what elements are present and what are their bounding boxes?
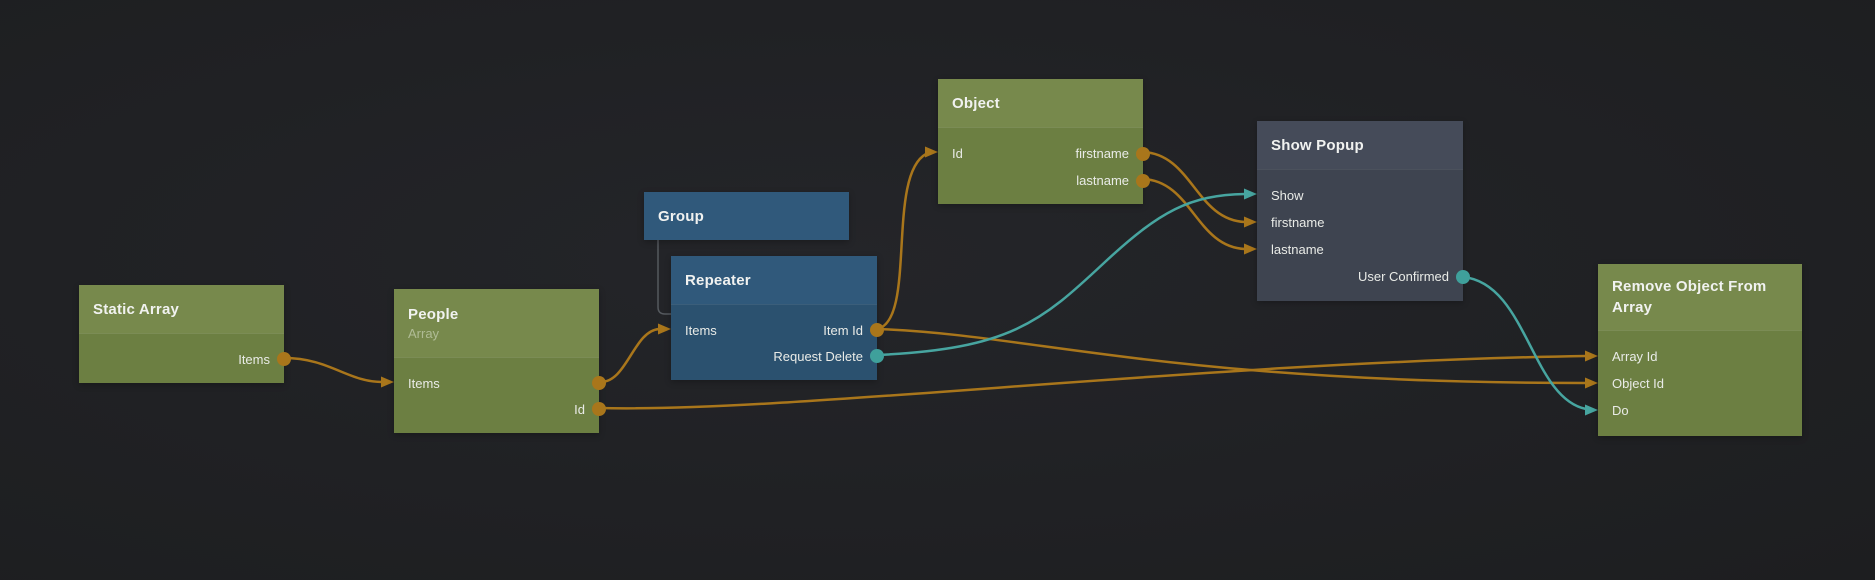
node-header[interactable]: People Array: [394, 289, 599, 357]
node-repeater[interactable]: Repeater Items Item Id Request Delete: [671, 256, 884, 380]
port-label-arrayid: Array Id: [1612, 349, 1658, 364]
port-label-items: Items: [408, 375, 440, 391]
node-body: Array Id Object Id Do: [1598, 330, 1802, 436]
port-label-show: Show: [1271, 188, 1304, 203]
arrowhead-popup-firstname: [1244, 216, 1257, 228]
node-header[interactable]: Group: [644, 192, 849, 240]
node-title: Object: [952, 94, 1000, 112]
port-row: firstname: [1257, 209, 1463, 236]
node-title: Static Array: [93, 300, 180, 318]
port-label-do: Do: [1612, 403, 1629, 418]
port-row: Array Id: [1598, 343, 1802, 370]
arrowhead-remove-arrayid: [1585, 350, 1598, 362]
node-object[interactable]: Object Id firstname lastname: [938, 79, 1150, 204]
wire-object-lastname-to-popup-lastname[interactable]: [1142, 177, 1246, 251]
node-body: Items: [79, 333, 291, 383]
port-row: Object Id: [1598, 370, 1802, 397]
port-row: User Confirmed: [1257, 263, 1470, 290]
output-port-dot-items[interactable]: [592, 376, 606, 390]
wire-staticarray-items-to-people-items[interactable]: [283, 356, 384, 384]
node-group[interactable]: Group: [644, 192, 849, 240]
port-row: Items: [394, 370, 606, 396]
node-title: Show Popup: [1271, 136, 1364, 154]
arrowhead-repeater-items: [658, 323, 671, 335]
node-subtitle: Array: [408, 325, 440, 341]
port-row: Items Item Id: [671, 317, 884, 343]
port-row: Show: [1257, 182, 1463, 209]
port-label-requestdelete: Request Delete: [773, 348, 863, 364]
node-header[interactable]: Show Popup: [1257, 121, 1463, 169]
wire-repeater-itemid-to-remove-objectid[interactable]: [876, 327, 1587, 385]
port-label-lastname: lastname: [1076, 173, 1129, 188]
output-port-dot-requestdelete[interactable]: [870, 349, 884, 363]
port-label-id: Id: [952, 146, 963, 161]
node-body: Id firstname lastname: [938, 127, 1150, 204]
wire-repeater-requestdelete-to-popup-show[interactable]: [876, 192, 1246, 357]
arrowhead-people-items: [381, 376, 394, 388]
port-label-objectid: Object Id: [1612, 376, 1665, 391]
port-row: Items: [79, 346, 291, 372]
arrowhead-remove-objectid: [1585, 377, 1598, 389]
port-row: Id firstname: [938, 140, 1150, 167]
node-remove-object-from-array[interactable]: Remove Object From Array Array Id Object…: [1598, 264, 1802, 436]
output-port-dot-items[interactable]: [277, 352, 291, 366]
port-label-id: Id: [574, 401, 585, 417]
port-row: Do: [1598, 397, 1802, 424]
port-row: lastname: [938, 167, 1150, 194]
node-body: Items Item Id Request Delete: [671, 304, 884, 380]
node-title: Group: [658, 207, 704, 225]
arrowhead-popup-lastname: [1244, 243, 1257, 255]
wire-people-items-to-repeater-items[interactable]: [598, 327, 660, 384]
output-port-dot-id[interactable]: [592, 402, 606, 416]
node-header[interactable]: Repeater: [671, 256, 877, 304]
node-static-array[interactable]: Static Array Items: [79, 285, 291, 383]
output-port-dot-itemid[interactable]: [870, 323, 884, 337]
port-label-userconfirmed: User Confirmed: [1357, 269, 1449, 284]
node-title: Repeater: [685, 271, 751, 289]
wire-repeater-itemid-to-object-id[interactable]: [876, 152, 927, 331]
output-port-dot-userconfirmed[interactable]: [1456, 269, 1470, 284]
node-people[interactable]: People Array Items Id: [394, 289, 606, 433]
arrowhead-popup-show: [1244, 188, 1257, 200]
wire-object-firstname-to-popup-firstname[interactable]: [1142, 150, 1246, 224]
node-title: People: [408, 305, 459, 323]
node-header[interactable]: Static Array: [79, 285, 284, 333]
port-label-items: Items: [685, 322, 717, 338]
port-label-firstname: firstname: [1075, 146, 1129, 161]
node-body: Show firstname lastname User Confirmed: [1257, 169, 1470, 301]
node-body: Items Id: [394, 357, 606, 433]
port-label-items: Items: [238, 351, 270, 367]
output-port-dot-lastname[interactable]: [1136, 173, 1150, 188]
arrowhead-remove-do: [1585, 404, 1598, 416]
port-label-firstname: firstname: [1271, 215, 1325, 230]
port-label-lastname: lastname: [1271, 242, 1324, 257]
port-row: lastname: [1257, 236, 1463, 263]
arrowhead-object-id: [925, 146, 938, 158]
port-row: Request Delete: [671, 343, 884, 369]
node-show-popup[interactable]: Show Popup Show firstname lastname User …: [1257, 121, 1470, 301]
port-label-itemid: Item Id: [823, 322, 863, 338]
port-row: Id: [394, 396, 606, 422]
wire-people-id-to-remove-arrayid[interactable]: [598, 354, 1587, 410]
node-header[interactable]: Remove Object From Array: [1598, 264, 1802, 330]
node-header[interactable]: Object: [938, 79, 1143, 127]
node-title: Remove Object From Array: [1612, 278, 1767, 316]
wire-popup-userconfirmed-to-remove-do[interactable]: [1462, 275, 1587, 411]
hierarchy-line-group-repeater: [657, 240, 671, 315]
output-port-dot-firstname[interactable]: [1136, 146, 1150, 161]
